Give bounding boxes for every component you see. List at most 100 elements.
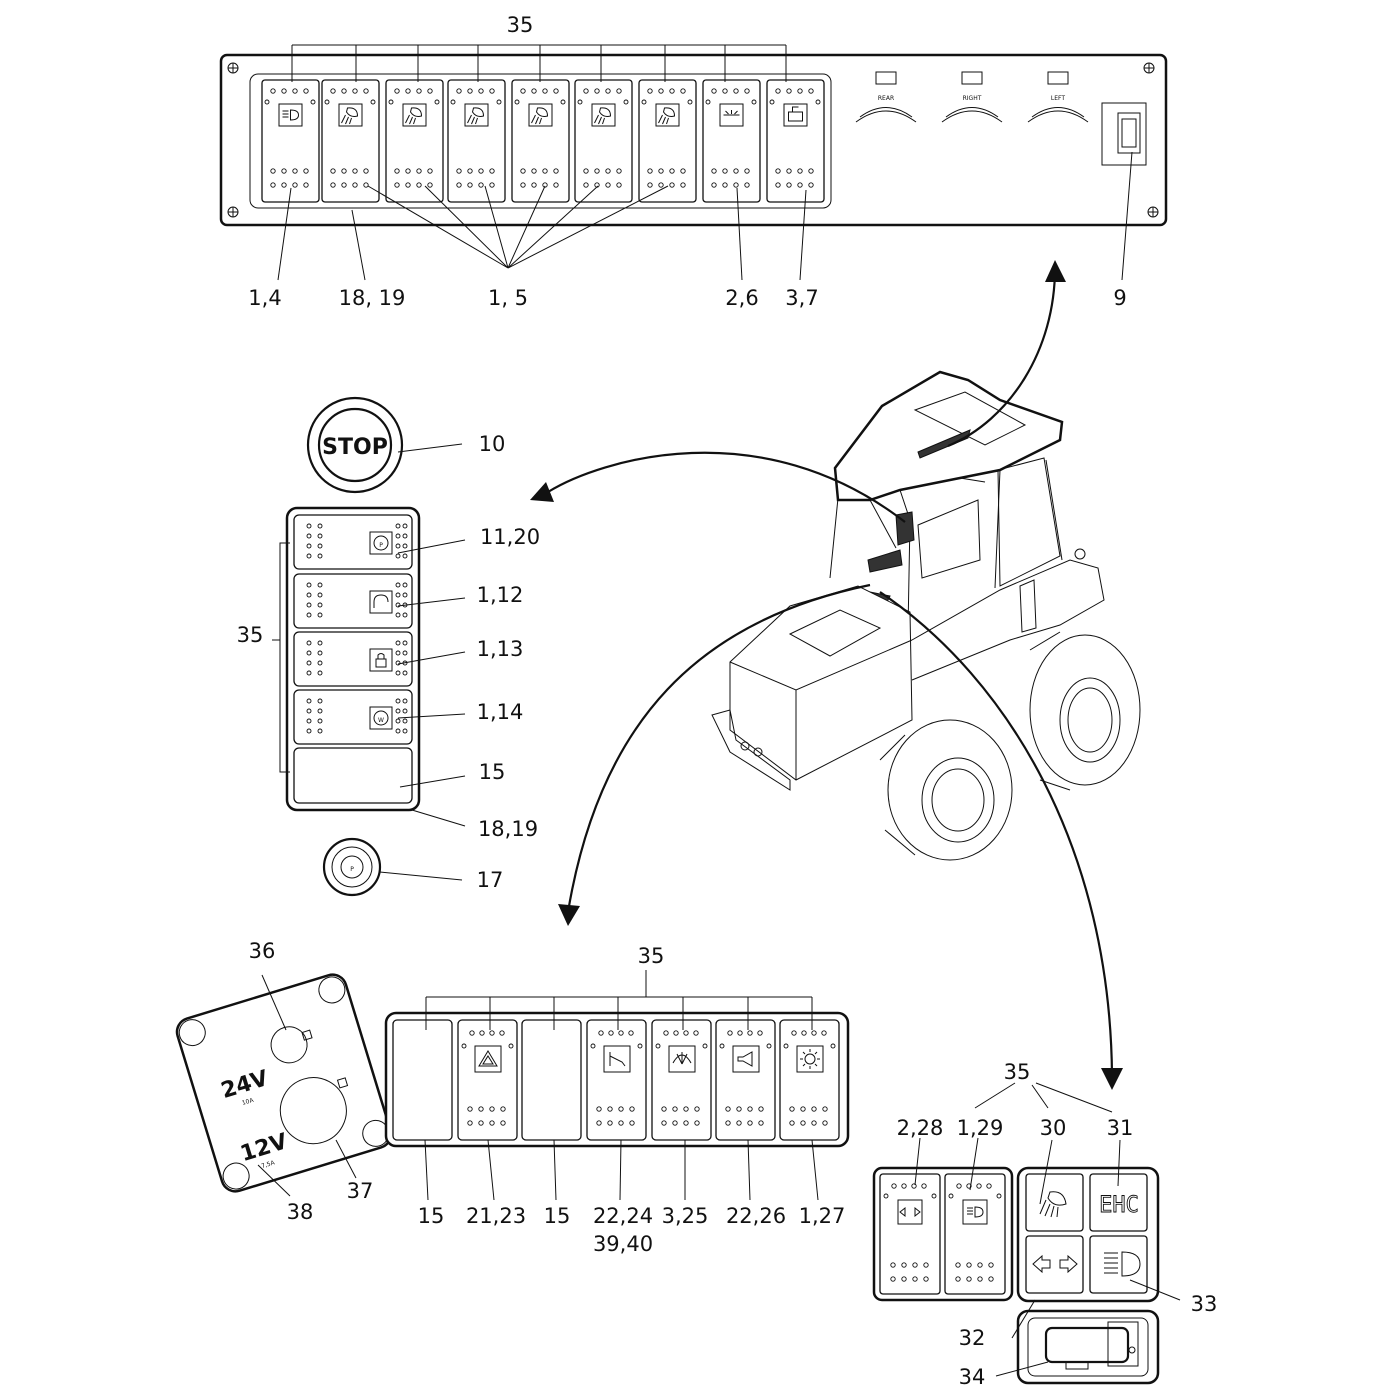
vertical-switch-column: PW <box>293 514 413 745</box>
callout-35-right: 35 <box>1004 1060 1031 1084</box>
work-icon <box>402 103 427 127</box>
horizontal-rocker-switch <box>293 631 413 687</box>
top-switch-panel: 35 REAR RIGHT LEFT 1,4 18, 1 <box>219 13 1168 310</box>
loader-icon <box>603 1045 631 1073</box>
callout-36: 36 <box>249 939 276 963</box>
rocker-switch <box>702 79 761 203</box>
arc-icon <box>369 590 393 614</box>
callout-35-left: 35 <box>237 623 264 647</box>
pointer-arrows <box>530 260 1123 1090</box>
lock-icon <box>369 648 393 672</box>
callout-31: 31 <box>1107 1116 1134 1140</box>
callout-1-27: 1,27 <box>799 1204 846 1228</box>
stop-label: STOP <box>322 435 388 460</box>
beacon-icon <box>719 103 744 127</box>
label-7-5a: 7,5A <box>260 1159 276 1170</box>
blank-switch <box>293 747 413 804</box>
callout-1-12: 1,12 <box>477 583 524 607</box>
rocker-switch <box>574 79 633 203</box>
svg-text:P: P <box>350 866 354 873</box>
screw-icon <box>227 62 239 74</box>
mirror-icon <box>783 103 808 127</box>
rocker-switch <box>651 1019 712 1141</box>
rocker-switch <box>385 79 444 203</box>
headlight-icon <box>1104 1251 1141 1277</box>
callout-1-14: 1,14 <box>477 700 524 724</box>
work-light-icon <box>1039 1191 1067 1218</box>
svg-text:W: W <box>378 717 384 724</box>
bottom-switch-panel: 35 15 21,23 15 22,24 39,40 3,25 22,26 1,… <box>384 944 850 1256</box>
callout-17: 17 <box>477 868 504 892</box>
top-switch-row <box>261 79 825 203</box>
key-switch: P <box>322 837 382 897</box>
callout-9: 9 <box>1113 286 1126 310</box>
rocker-switch <box>944 1173 1006 1295</box>
callout-15-bottom-a: 15 <box>418 1204 445 1228</box>
stop-button: STOP <box>306 396 404 494</box>
callout-1-13: 1,13 <box>477 637 524 661</box>
callout-18-19-left: 18,19 <box>478 817 538 841</box>
svg-text:P: P <box>379 542 383 549</box>
label-10a: 10A <box>241 1097 255 1107</box>
callout-11-20: 11,20 <box>480 525 540 549</box>
P-icon: P <box>369 531 393 555</box>
arrowhead <box>558 904 580 926</box>
callout-1-4: 1,4 <box>248 286 281 310</box>
head-icon <box>278 103 303 127</box>
horizontal-rocker-switch: W <box>293 689 413 745</box>
wiper-icon <box>668 1045 696 1073</box>
callout-2-6: 2,6 <box>725 286 758 310</box>
rocker-switch <box>779 1019 840 1141</box>
rocker-switch <box>447 79 506 203</box>
callout-1-29: 1,29 <box>957 1116 1004 1140</box>
W-icon: W <box>369 706 393 730</box>
socket-plate: 24V 10A 12V 7,5A 36 37 38 <box>175 939 393 1224</box>
turn-signal-icon <box>1032 1254 1078 1274</box>
left-label: LEFT <box>1051 95 1065 102</box>
rocker-switch <box>766 79 825 203</box>
fuse-holder-icon <box>1101 102 1147 166</box>
arrows-icon <box>897 1199 923 1225</box>
rocker-switch <box>586 1019 647 1141</box>
top-group-bracket <box>291 44 787 82</box>
arrow-to-top-panel <box>947 267 1057 448</box>
rocker-switch <box>321 79 380 203</box>
screw-icon <box>1147 206 1159 218</box>
callout-35-top: 35 <box>507 13 534 37</box>
rocker-switch <box>511 79 570 203</box>
right-label: RIGHT <box>963 95 982 102</box>
callout-1-5: 1, 5 <box>488 286 528 310</box>
callout-37: 37 <box>347 1179 374 1203</box>
socket-12v <box>279 1077 347 1145</box>
callout-39-40: 39,40 <box>593 1232 653 1256</box>
horizontal-rocker-switch <box>293 573 413 629</box>
callout-22-24: 22,24 <box>593 1204 653 1228</box>
head-icon <box>962 1199 988 1225</box>
callout-15-bottom-b: 15 <box>544 1204 571 1228</box>
rear-label: REAR <box>878 95 894 102</box>
rocker-switch <box>457 1019 518 1141</box>
arrow-to-bottom-panel <box>566 583 871 913</box>
callout-30: 30 <box>1040 1116 1067 1140</box>
right-switch-group: EHC 35 2,28 1,29 30 31 32 33 34 <box>872 1060 1217 1389</box>
callout-2-28: 2,28 <box>897 1116 944 1140</box>
callout-32: 32 <box>959 1326 986 1350</box>
hazard-icon <box>474 1045 502 1073</box>
indicator-button <box>1025 1235 1084 1294</box>
callout-1-5-leaders <box>367 185 669 269</box>
callout-22-26: 22,26 <box>726 1204 786 1228</box>
blank-switch <box>392 1019 453 1141</box>
arrow-to-right-group <box>879 591 1114 1076</box>
left-indicator: LEFT <box>1027 71 1089 123</box>
arrowhead <box>530 482 554 502</box>
callout-3-25: 3,25 <box>662 1204 709 1228</box>
rocker-switch <box>715 1019 776 1141</box>
bottom-switch-row <box>392 1019 840 1141</box>
horn-icon <box>732 1045 760 1073</box>
callout-18-19-top: 18, 19 <box>339 286 406 310</box>
vertical-group-bracket <box>279 542 290 773</box>
headlight-button <box>1089 1235 1148 1294</box>
rocker-switch <box>261 79 320 203</box>
rocker-switch <box>638 79 697 203</box>
rear-indicator: REAR <box>855 71 917 123</box>
